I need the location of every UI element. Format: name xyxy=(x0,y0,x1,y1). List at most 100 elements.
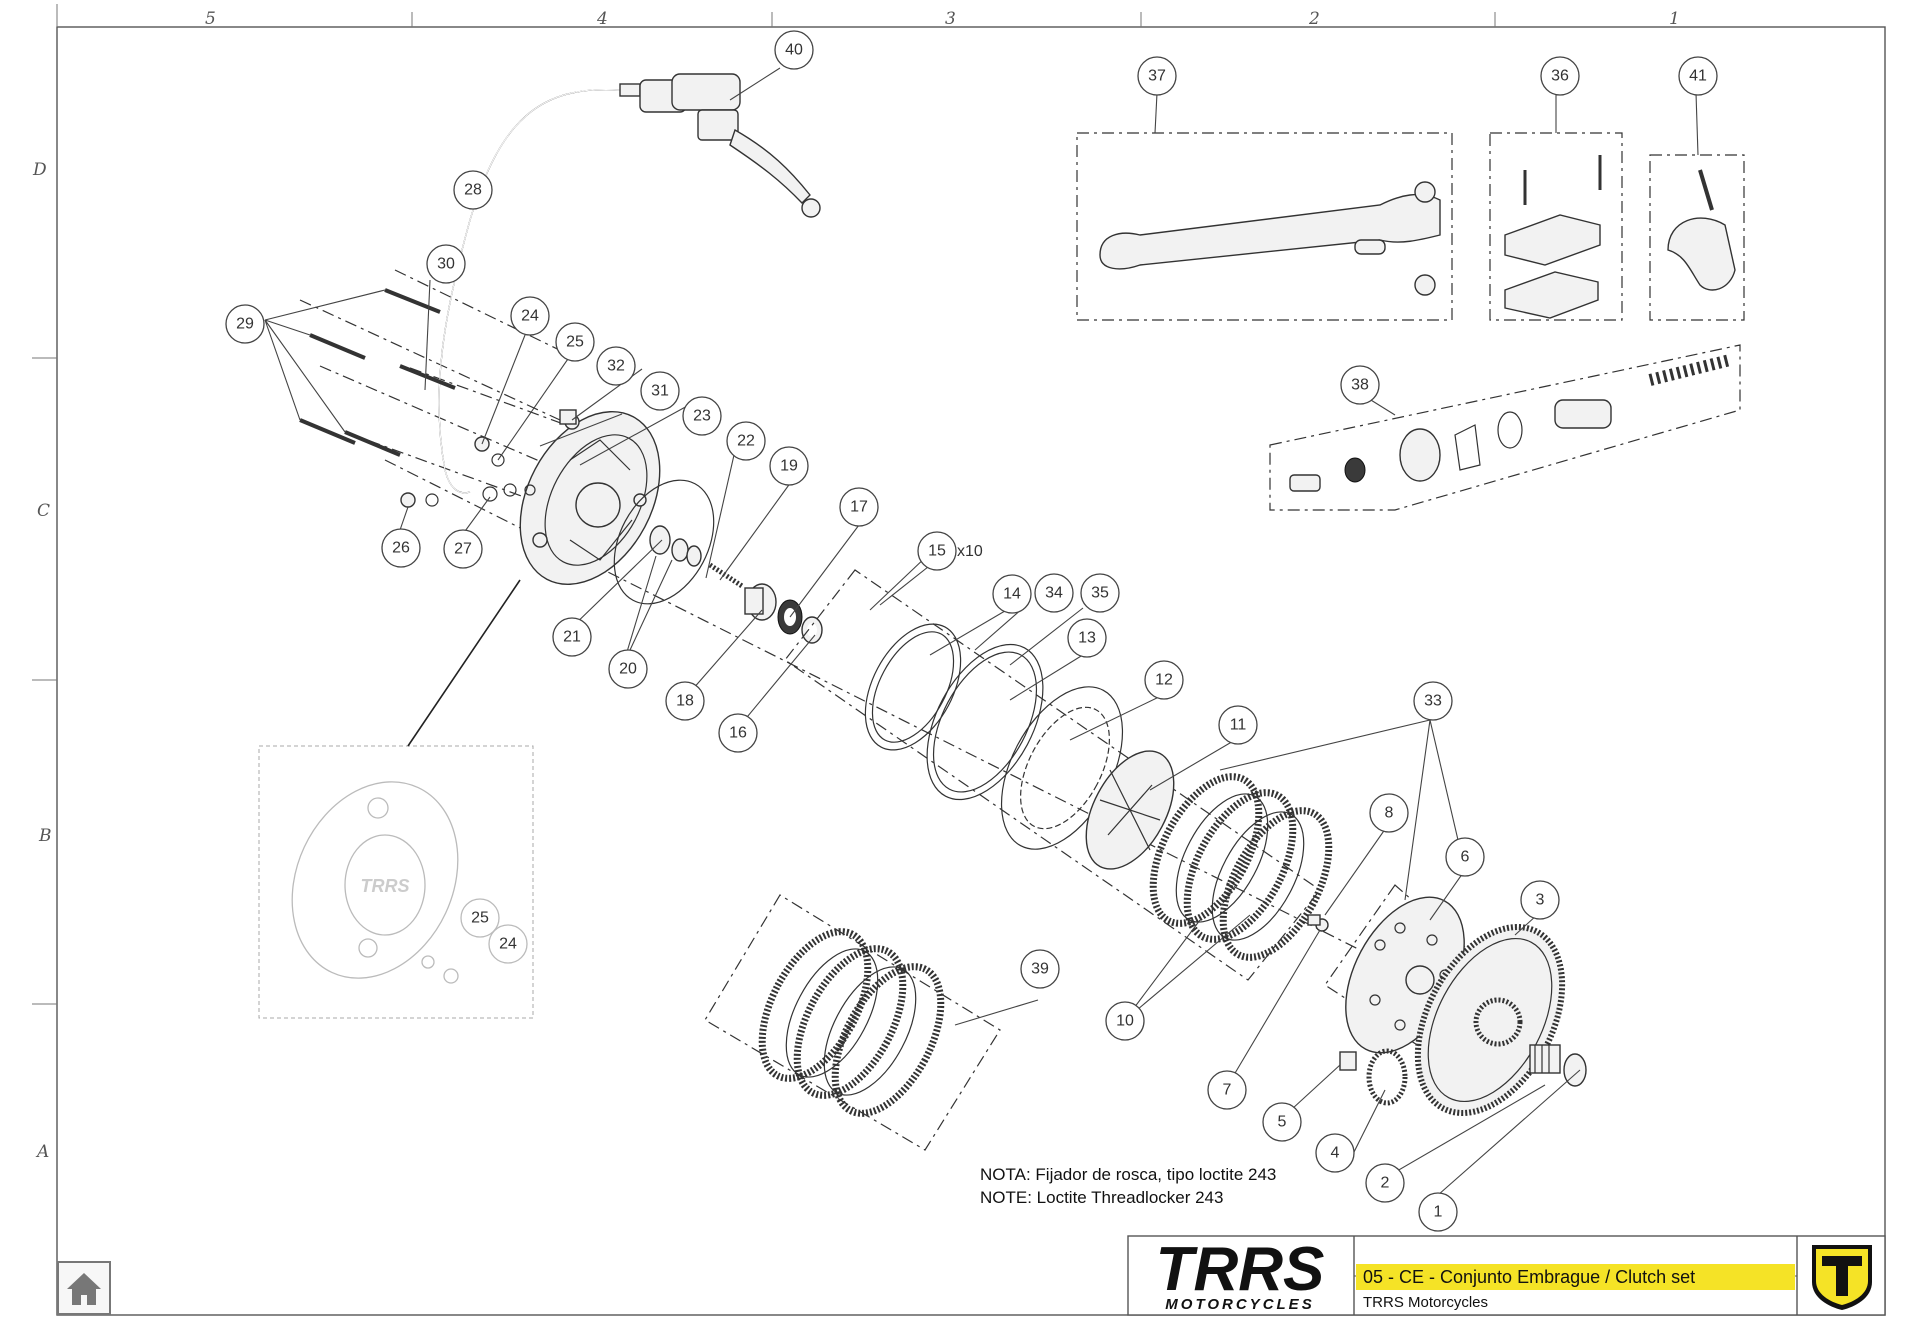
callout-number: 16 xyxy=(729,725,747,742)
washer-1 xyxy=(1563,1053,1587,1087)
callout-39: 39 xyxy=(1020,949,1060,989)
callout-number: 18 xyxy=(676,693,694,710)
callout-circle xyxy=(1144,660,1184,700)
callout-4: 4 xyxy=(1315,1133,1355,1173)
callout-38: 38 xyxy=(1340,365,1380,405)
callout-circle xyxy=(718,713,758,753)
callout-2: 2 xyxy=(1365,1163,1405,1203)
callout-number: 27 xyxy=(454,541,472,558)
callout-number: 21 xyxy=(563,629,581,646)
callout-number: 30 xyxy=(437,256,455,273)
callout-23: 23 xyxy=(682,396,722,436)
handlebar-clamp-detail xyxy=(1667,169,1736,291)
callout-circle xyxy=(552,617,592,657)
callout-circle xyxy=(426,244,466,284)
callout-number: 41 xyxy=(1689,68,1707,85)
callout-28: 28 xyxy=(453,170,493,210)
callout-number: 35 xyxy=(1091,585,1109,602)
callout-number: 34 xyxy=(1045,585,1063,602)
row-label-c: C xyxy=(37,501,50,521)
callout-number: 10 xyxy=(1116,1013,1134,1030)
clutch-master-cylinder xyxy=(619,73,821,218)
callout-16: 16 xyxy=(718,713,758,753)
callout-number: 2 xyxy=(1381,1175,1390,1192)
needle-bearing-2 xyxy=(1529,1044,1561,1074)
callout-number: 38 xyxy=(1351,377,1369,394)
callout-30: 30 xyxy=(426,244,466,284)
clutch-lever-detail xyxy=(1099,181,1441,296)
callout-number: 29 xyxy=(236,316,254,333)
callout-10: 10 xyxy=(1105,1001,1145,1041)
column-label-1: 1 xyxy=(1669,9,1680,29)
callout-circle xyxy=(381,528,421,568)
callout-circle xyxy=(1315,1133,1355,1173)
callout-number: 8 xyxy=(1385,805,1394,822)
reservoir-detail-box xyxy=(1489,132,1623,321)
callout-7: 7 xyxy=(1207,1070,1247,1110)
callout-24: 24 xyxy=(510,296,550,336)
callout-number: 1 xyxy=(1434,1204,1443,1221)
clutch-kit-box xyxy=(704,894,1001,1151)
callout-number: 4 xyxy=(1331,1145,1340,1162)
callout-33: 33 xyxy=(1413,681,1453,721)
row-label-a: A xyxy=(35,1142,49,1162)
callout-number: 14 xyxy=(1003,586,1021,603)
drawing-title: 05 - CE - Conjunto Embrague / Clutch set xyxy=(1363,1267,1695,1287)
callout-27: 27 xyxy=(443,529,483,569)
callout-circle xyxy=(510,296,550,336)
callout-number: 5 xyxy=(1278,1114,1287,1131)
column-label-2: 2 xyxy=(1308,9,1320,29)
bolt-axis-line xyxy=(319,365,561,471)
trrs-shield-icon xyxy=(1812,1245,1872,1310)
callout-number: 3 xyxy=(1536,892,1545,909)
gear-4 xyxy=(1366,1048,1408,1106)
callout-41: 41 xyxy=(1678,56,1718,96)
callout-circle xyxy=(1369,793,1409,833)
callout-circle xyxy=(1365,1163,1405,1203)
callout-circle xyxy=(839,487,879,527)
trrs-logo-subtitle: MOTORCYCLES xyxy=(1165,1296,1314,1313)
callout-number: 28 xyxy=(464,182,482,199)
callout-circle xyxy=(1218,705,1258,745)
clutch-kit-discs xyxy=(758,928,945,1117)
clutch-slave-cover xyxy=(519,411,661,585)
callout-35: 35 xyxy=(1080,573,1120,613)
callout-21: 21 xyxy=(552,617,592,657)
callout-20: 20 xyxy=(608,649,648,689)
callout-circle xyxy=(453,170,493,210)
callout-34: 34 xyxy=(1034,573,1074,613)
callout-circle xyxy=(608,649,648,689)
drawing-frame xyxy=(32,4,1886,1316)
callout-18: 18 xyxy=(665,681,705,721)
callout-number: 13 xyxy=(1078,630,1096,647)
callout-circle xyxy=(917,531,957,571)
callout-circle xyxy=(640,371,680,411)
callout-number: 33 xyxy=(1424,693,1442,710)
callout-circles: 1234567810111213141516171819202122232425… xyxy=(225,30,1718,1232)
cover-bolts xyxy=(299,288,456,457)
callout-circle xyxy=(1020,949,1060,989)
callout-circle xyxy=(1418,1192,1458,1232)
note-spanish: NOTA: Fijador de rosca, tipo loctite 243 xyxy=(980,1165,1276,1184)
note-english: NOTE: Loctite Threadlocker 243 xyxy=(980,1188,1223,1207)
callout-layer xyxy=(264,67,1699,1196)
bushing-8 xyxy=(1307,914,1321,926)
callout-1: 1 xyxy=(1418,1192,1458,1232)
callout-13: 13 xyxy=(1067,618,1107,658)
grid-column-labels: 5 4 3 2 1 xyxy=(205,9,1680,29)
clutch-pressure-plate xyxy=(864,623,962,751)
diaphragm-spring xyxy=(926,643,1044,801)
home-button[interactable] xyxy=(57,1261,111,1315)
callout-number: 19 xyxy=(780,458,798,475)
ghost-callout-25: 25 xyxy=(460,898,500,938)
callout-number: 31 xyxy=(651,383,669,400)
bolt-axis-line xyxy=(394,269,581,361)
callout-circle xyxy=(443,529,483,569)
callout-12: 12 xyxy=(1144,660,1184,700)
callout-circle xyxy=(1207,1070,1247,1110)
grid-row-labels: D C B A xyxy=(32,160,52,1162)
callout-number: 37 xyxy=(1148,68,1166,85)
callout-40: 40 xyxy=(774,30,814,70)
reservoir-cap-detail xyxy=(1504,155,1602,319)
